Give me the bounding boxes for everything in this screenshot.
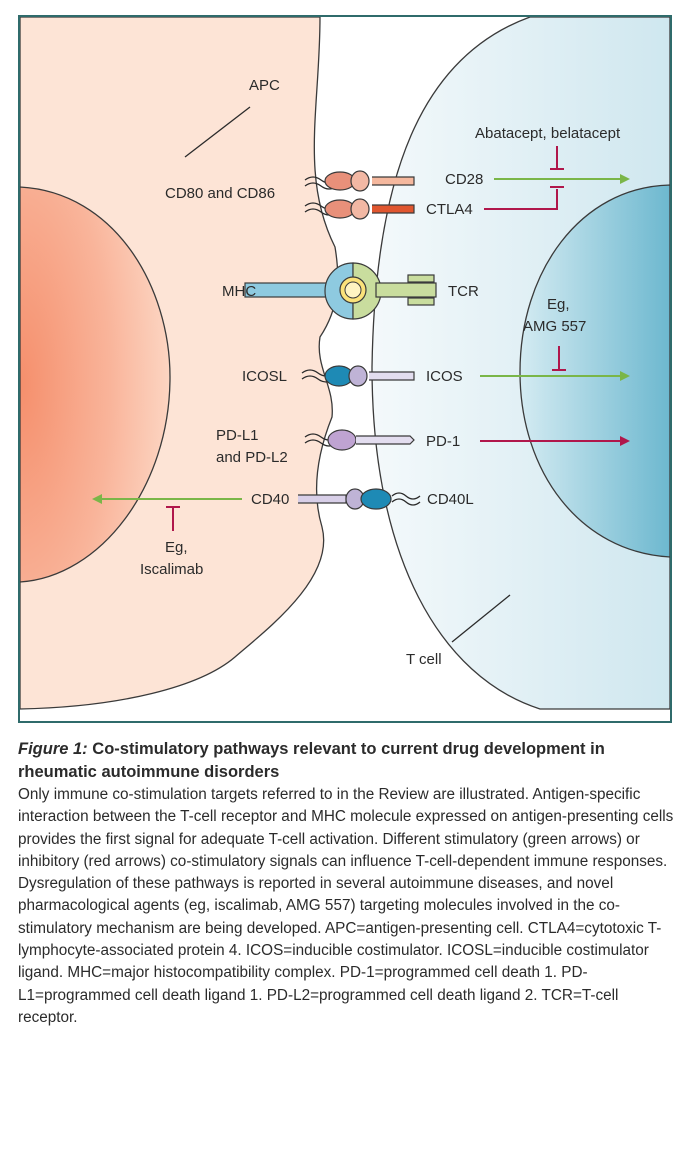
tcell-pointer-line: [451, 594, 511, 643]
caption-title: Figure 1: Co-stimulatory pathways releva…: [18, 738, 678, 784]
cd40l-label: CD40L: [427, 491, 474, 508]
pd1-label: PD-1: [426, 433, 460, 450]
cd40-label: CD40: [251, 491, 289, 508]
cd28-label: CD28: [445, 171, 483, 188]
figure-caption: Figure 1: Co-stimulatory pathways releva…: [18, 738, 678, 1029]
abatacept-label: Abatacept, belatacept: [475, 125, 621, 142]
costimulation-diagram: APC T cell CD80 and CD86 MHC ICOSL PD-L1…: [20, 17, 670, 710]
cd40-cd40l-pair: [298, 488, 421, 510]
caption-title-text: Co-stimulatory pathways relevant to curr…: [18, 740, 605, 781]
mhc-label: MHC: [222, 283, 256, 300]
apc-nucleus: [20, 186, 171, 583]
apc-pointer-line: [184, 106, 251, 158]
figure-number: Figure 1:: [18, 740, 88, 758]
cd80-ctla4-pair: [304, 198, 415, 220]
iscalimab-label-line2: Iscalimab: [140, 561, 203, 578]
pdl1-pd1-pair: [304, 429, 415, 451]
ctla4-label: CTLA4: [426, 201, 473, 218]
amg557-label-line2: AMG 557: [523, 318, 586, 335]
cd80-cd28-pair: [304, 170, 415, 192]
tcr-label: TCR: [448, 283, 479, 300]
apc-label: APC: [249, 77, 280, 94]
iscalimab-label-line1: Eg,: [165, 539, 188, 556]
mhc-tcr-complex: [244, 262, 437, 320]
icosl-icos-pair: [301, 365, 415, 387]
amg557-label-line1: Eg,: [547, 296, 570, 313]
icosl-label: ICOSL: [242, 368, 287, 385]
icos-label: ICOS: [426, 368, 463, 385]
ctla4-inhibitory-line: [484, 189, 558, 210]
t-cell-nucleus: [519, 184, 670, 558]
diagram-frame: APC T cell CD80 and CD86 MHC ICOSL PD-L1…: [18, 15, 672, 723]
caption-body: Only immune co-stimulation targets refer…: [18, 786, 674, 1026]
cd80-cd86-label: CD80 and CD86: [165, 185, 275, 202]
t-cell-label: T cell: [406, 651, 442, 668]
pdl1-label-line2: and PD-L2: [216, 449, 288, 466]
pdl1-label-line1: PD-L1: [216, 427, 259, 444]
